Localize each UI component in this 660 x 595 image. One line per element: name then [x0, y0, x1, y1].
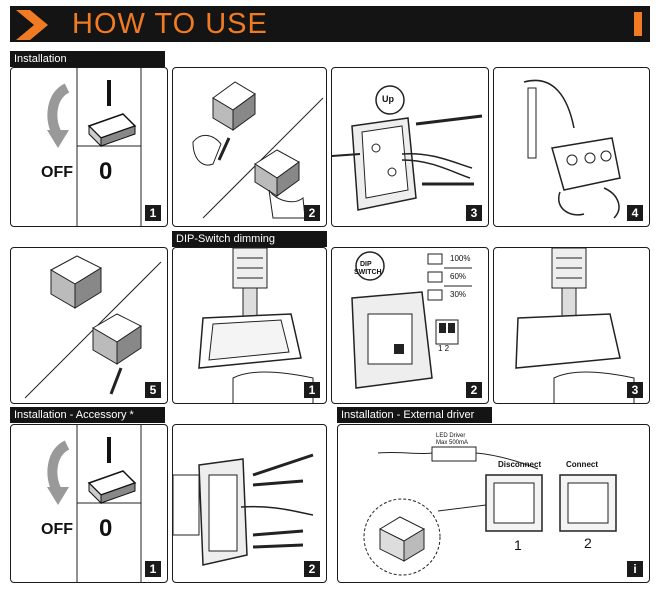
- section-label-accessory: Installation - Accessory *: [10, 407, 165, 423]
- step-panel-accessory-2: 2: [172, 424, 327, 583]
- header-accent-bar: [634, 12, 642, 36]
- step-number-4: 4: [627, 205, 643, 221]
- step-panel-installation-3: Up 3: [331, 67, 489, 227]
- step-panel-installation-5: 5: [10, 247, 168, 404]
- external-driver-illustration: [363, 446, 617, 576]
- off-label: OFF: [41, 164, 73, 181]
- step-panel-accessory-1: OFF 0 1: [10, 424, 168, 583]
- mounting-plate-illustration: [332, 85, 483, 211]
- page-title: HOW TO USE: [72, 8, 268, 40]
- chevron-right-icon: [16, 10, 48, 40]
- step-number-5: 5: [145, 382, 161, 398]
- section-label-dip-switch: DIP-Switch dimming: [172, 231, 327, 247]
- dip-badge-line1: DIP: [360, 261, 372, 268]
- step-panel-installation-2: 2: [172, 67, 327, 227]
- step-panel-dip-1: 1: [172, 247, 327, 404]
- off-label-2: OFF: [41, 521, 73, 538]
- dip-switch-settings-illustration: [351, 251, 472, 389]
- step-number-1: 1: [145, 205, 161, 221]
- dip-level-30: 30%: [450, 290, 467, 299]
- dip-step-number-2: 2: [466, 382, 482, 398]
- up-label: Up: [382, 94, 394, 104]
- driver-label: LED Driver: [436, 433, 466, 439]
- info-step-badge: i: [627, 561, 643, 577]
- dip-step-number-1: 1: [304, 382, 320, 398]
- dip-step-number-3: 3: [627, 382, 643, 398]
- accessory-mounting-illustration: [173, 453, 314, 566]
- accessory-step-number-2: 2: [304, 561, 320, 577]
- breaker-off-illustration: [47, 68, 142, 226]
- open-lamp-illustration: [192, 81, 324, 219]
- disconnect-label: Disconnect: [498, 460, 542, 469]
- dip-switch-numbers: 1 2: [438, 344, 450, 353]
- step-panel-installation-1: OFF 0 1: [10, 67, 168, 227]
- step-panel-external-driver: LED Driver Max 500mA Disconnect Connect …: [337, 424, 650, 583]
- driver-spec: Max 500mA: [436, 440, 469, 446]
- zero-label-2: 0: [99, 515, 113, 542]
- section-label-installation: Installation: [10, 51, 165, 67]
- closing-lamp-illustration: [24, 255, 162, 399]
- external-step-a: 1: [514, 537, 522, 553]
- accessory-step-number-1: 1: [145, 561, 161, 577]
- screwdriver-close-illustration: [515, 248, 635, 403]
- dip-level-100: 100%: [450, 254, 471, 263]
- step-number-2: 2: [304, 205, 320, 221]
- dip-badge-line2: SWITCH: [354, 269, 382, 276]
- section-label-external-driver: Installation - External driver: [337, 407, 492, 423]
- external-step-b: 2: [584, 535, 592, 551]
- dip-level-60: 60%: [450, 272, 467, 281]
- header-bar: HOW TO USE: [10, 6, 650, 42]
- zero-label: 0: [99, 158, 113, 185]
- wiring-terminal-illustration: [523, 79, 621, 219]
- screwdriver-open-illustration: [198, 248, 314, 403]
- step-panel-installation-4: 4: [493, 67, 650, 227]
- step-panel-dip-2: DIP SWITCH 100% 60% 30% 1 2 2: [331, 247, 489, 404]
- step-panel-dip-3: 3: [493, 247, 650, 404]
- breaker-off-illustration-2: [47, 425, 142, 582]
- connect-label: Connect: [566, 460, 598, 469]
- step-number-3: 3: [466, 205, 482, 221]
